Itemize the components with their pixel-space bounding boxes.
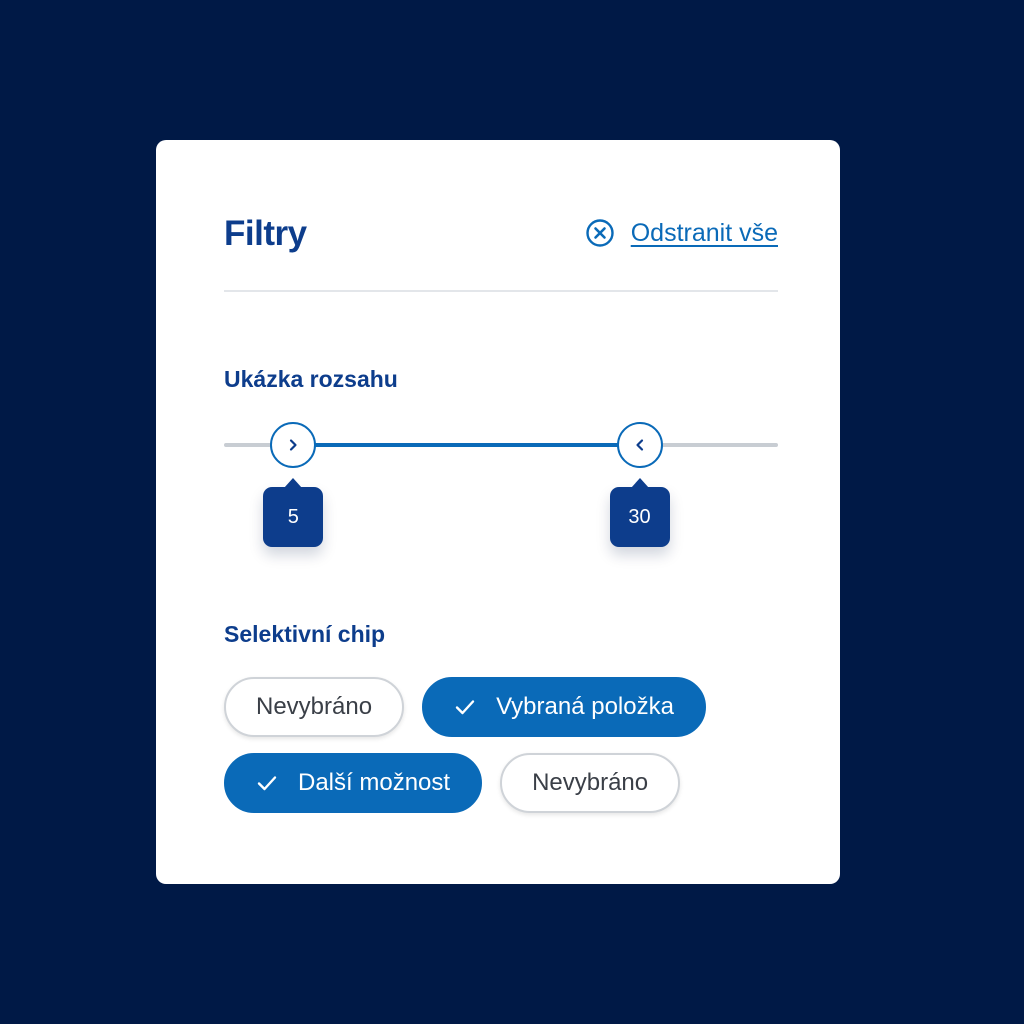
range-thumb-min[interactable] [270, 422, 317, 468]
chip-label: Nevybráno [532, 769, 649, 796]
chip-label: Nevybráno [256, 693, 373, 720]
range-slider[interactable] [224, 419, 778, 471]
chip-nevybrano-2[interactable]: Nevybráno [500, 753, 681, 813]
filters-panel: Filtry Odstranit vše Ukázka rozsahu 5 30… [156, 140, 840, 884]
chevron-right-icon [290, 439, 297, 451]
header-divider [224, 290, 778, 292]
range-min-value-bubble: 5 [263, 478, 324, 547]
close-circle-icon [586, 219, 614, 247]
check-icon [257, 776, 277, 791]
chip-row: Další možnost Nevybráno [224, 753, 784, 813]
range-section-label: Ukázka rozsahu [224, 366, 398, 392]
chip-section-label: Selektivní chip [224, 621, 386, 647]
chevron-left-icon [635, 439, 643, 451]
chip-row: Nevybráno Vybraná položka [224, 677, 784, 737]
chip-group: Nevybráno Vybraná položka Další možnost [224, 677, 784, 829]
filters-title: Filtry [224, 214, 307, 253]
check-icon [455, 700, 475, 715]
chip-nevybrano[interactable]: Nevybráno [224, 677, 405, 737]
chip-dalsi-moznost[interactable]: Další možnost [224, 753, 483, 813]
clear-all-label: Odstranit vše [630, 218, 778, 247]
chip-vybrana-polozka[interactable]: Vybraná položka [422, 677, 706, 737]
chip-label: Vybraná položka [496, 693, 674, 720]
range-track-fill [293, 443, 640, 447]
range-max-value-bubble: 30 [609, 478, 670, 547]
clear-all-button[interactable]: Odstranit vše [585, 218, 778, 248]
range-thumb-max[interactable] [616, 422, 663, 468]
chip-label: Další možnost [298, 769, 451, 796]
